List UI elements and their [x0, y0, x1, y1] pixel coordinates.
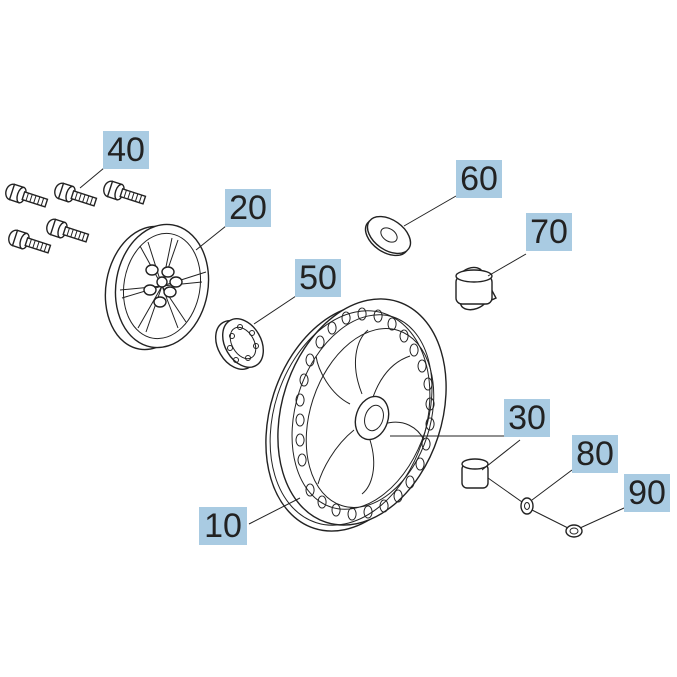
- callout-40: 40: [103, 131, 149, 169]
- callout-60: 60: [456, 160, 502, 198]
- hub-cap-bosses: [143, 264, 183, 308]
- bolt-part: [54, 182, 98, 207]
- leader-40: [79, 167, 105, 189]
- leader-lines: [79, 167, 625, 529]
- bolts-group: [5, 180, 147, 254]
- leader-90: [579, 507, 625, 529]
- leader-30b: [481, 439, 521, 471]
- callout-80: 80: [572, 435, 618, 473]
- leader-10: [248, 497, 301, 525]
- leader-80: [531, 469, 573, 501]
- leader-20: [195, 225, 227, 251]
- washer-small-part: [520, 497, 534, 515]
- wheel-tread: [295, 307, 435, 521]
- bolt-part: [8, 229, 52, 254]
- callout-90: 90: [624, 474, 670, 512]
- wheel-part: [265, 298, 447, 532]
- bolt-part: [103, 180, 147, 205]
- callout-10: 10: [199, 507, 247, 545]
- leader-60: [403, 195, 457, 227]
- callout-70: 70: [526, 213, 572, 251]
- wheel-spokes: [315, 329, 425, 495]
- callout-30: 30: [504, 399, 550, 437]
- leader-70: [487, 253, 527, 277]
- callout-20: 20: [225, 189, 271, 227]
- leader-axis-1: [487, 477, 523, 503]
- hub-cap-part: [104, 223, 210, 351]
- callout-50: 50: [295, 259, 341, 297]
- clip-ring-part: [565, 524, 583, 538]
- bushing-part: [455, 266, 497, 311]
- bolt-part: [5, 183, 49, 208]
- bearing-part: [215, 318, 264, 370]
- leader-axis-2: [531, 509, 569, 529]
- spacer-part: [461, 458, 489, 489]
- bolt-part: [46, 218, 90, 243]
- leader-50: [253, 295, 297, 325]
- washer-large-part: [364, 215, 412, 257]
